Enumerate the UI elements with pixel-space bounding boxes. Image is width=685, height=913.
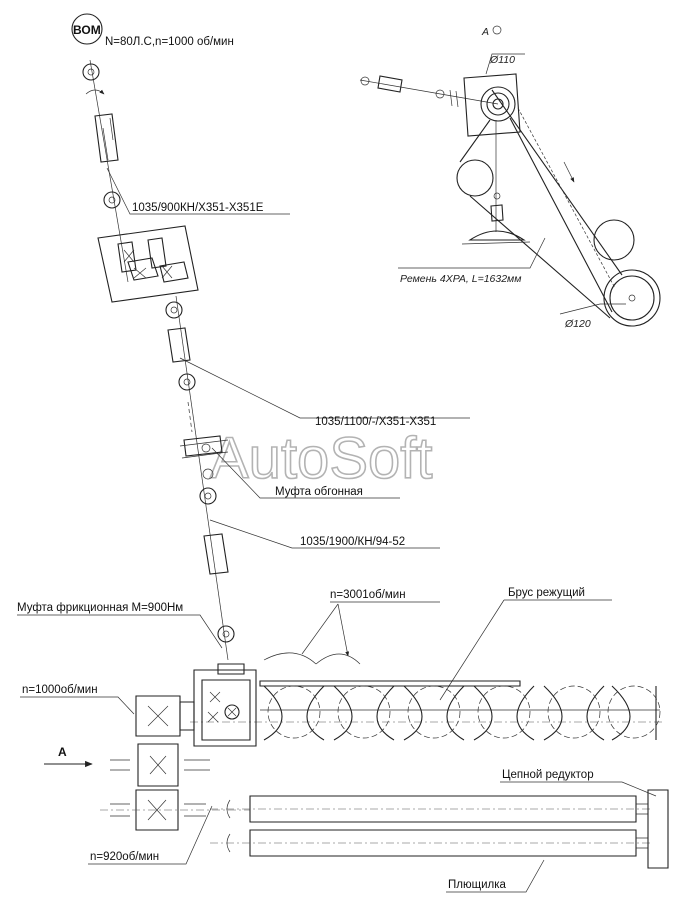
friction-leader bbox=[17, 614, 223, 649]
side-transmission bbox=[100, 695, 250, 831]
n920-label: n=920об/мин bbox=[90, 851, 159, 863]
chain-reducer-box bbox=[647, 789, 669, 869]
belt-drive-view: Ø110 Ø120 Ремень 4ХРА, L=1632мм bbox=[359, 53, 661, 330]
drive-line-middle bbox=[165, 295, 235, 661]
overrun-clutch-label: Муфта обгонная bbox=[275, 486, 363, 498]
flattener-leader bbox=[446, 859, 545, 893]
shaft2-leader bbox=[179, 357, 470, 419]
shaft1-label: 1035/900КН/Х351-Х351Е bbox=[132, 202, 264, 214]
shaft1-leader bbox=[106, 167, 290, 215]
view-a-mark bbox=[492, 25, 502, 35]
pto-label: ВОМ bbox=[73, 23, 101, 37]
power-label: N=80Л.С,n=1000 об/мин bbox=[105, 36, 234, 48]
cutter-bar-label: Брус режущий bbox=[508, 587, 585, 599]
overrun-leader bbox=[211, 447, 400, 499]
pto-node: ВОМ bbox=[71, 13, 103, 45]
chain-reducer-label: Цепной редуктор bbox=[502, 769, 594, 781]
view-a-label: А bbox=[481, 26, 489, 38]
shaft2-label: 1035/1100/-/Х351-Х351 bbox=[315, 416, 436, 428]
rotation-arcs bbox=[263, 652, 361, 665]
shaft3-leader bbox=[209, 519, 440, 549]
d120-label: Ø120 bbox=[564, 318, 591, 330]
n920-leader bbox=[88, 805, 213, 865]
flattener-label: Плющилка bbox=[448, 879, 506, 891]
cutter-bar-leader bbox=[439, 599, 612, 701]
angle-gearbox bbox=[97, 225, 199, 303]
belt-label: Ремень 4ХРА, L=1632мм bbox=[400, 273, 521, 285]
arrow-a-label: А bbox=[58, 745, 67, 759]
n1000-label: n=1000об/мин bbox=[22, 684, 98, 696]
cutter-discs bbox=[190, 680, 665, 741]
drive-line-upper bbox=[82, 59, 129, 283]
header-gearbox bbox=[193, 663, 257, 747]
shaft3-label: 1035/1900/КН/94-52 bbox=[300, 536, 405, 548]
n3001-label: n=3001об/мин bbox=[330, 589, 406, 601]
n3001-arrows bbox=[301, 603, 348, 656]
chain-reducer-leader bbox=[500, 781, 657, 797]
d110-label: Ø110 bbox=[489, 54, 515, 66]
n1000-leader bbox=[20, 696, 135, 715]
flattener-rolls bbox=[210, 795, 650, 857]
friction-clutch-label: Муфта фрикционная М=900Нм bbox=[17, 602, 183, 614]
watermark-text: AutoSoft bbox=[210, 426, 432, 491]
